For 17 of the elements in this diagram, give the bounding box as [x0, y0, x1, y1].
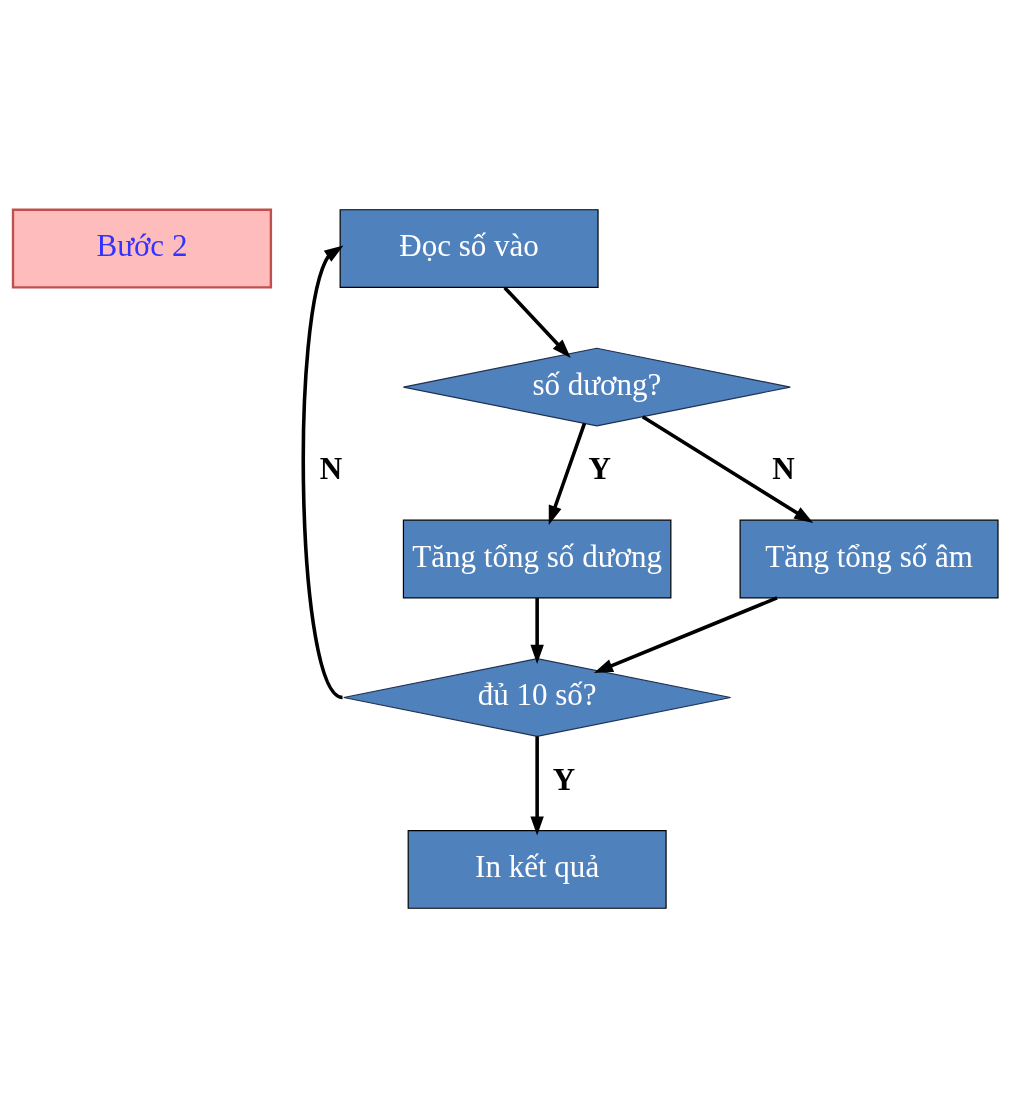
arrow: [530, 736, 544, 836]
arrow: [301, 245, 344, 699]
edge-label: Y: [552, 761, 576, 797]
arrow: [641, 415, 814, 524]
node-box: Đọc số vào: [339, 209, 599, 288]
edge-label: Y: [588, 451, 611, 487]
node-box: Tăng tổng số dương: [402, 519, 672, 599]
node-diamond: số dương?: [402, 347, 791, 427]
arrow: [530, 598, 544, 664]
arrow: [548, 422, 587, 525]
node-box: Tăng tổng số âm: [739, 519, 999, 599]
node-box: Bước 2: [11, 208, 273, 289]
arrow: [593, 596, 778, 674]
edge-label: N: [319, 451, 343, 487]
edge-label: N: [772, 451, 795, 487]
node-box: In kết quả: [407, 830, 667, 909]
arrow: [503, 286, 571, 359]
